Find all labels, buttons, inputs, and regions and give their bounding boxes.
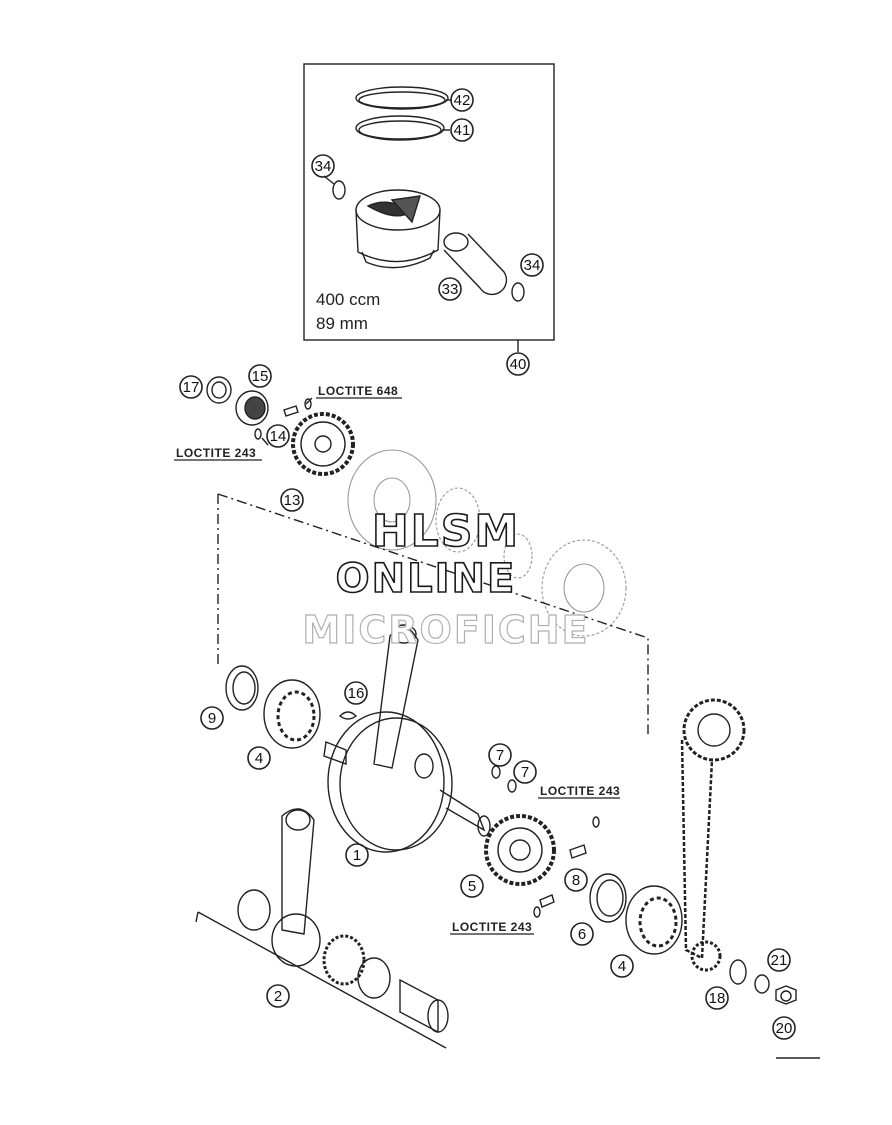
callout-13: 13 — [284, 492, 301, 509]
loctite-243-label-right: LOCTITE 243 — [540, 784, 621, 798]
callout-34b: 34 — [524, 257, 541, 274]
piston — [355, 189, 441, 269]
callout-8: 8 — [572, 872, 580, 889]
circlip-34-right — [511, 282, 525, 302]
callout-14: 14 — [270, 428, 287, 445]
piston-ring-41 — [355, 115, 445, 141]
callout-16: 16 — [348, 685, 365, 702]
callout-40: 40 — [510, 356, 527, 373]
piston-kit-frame — [303, 63, 555, 341]
watermark-line-2: ONLINE — [335, 555, 517, 603]
callout-1: 1 — [353, 847, 361, 864]
callout-5: 5 — [468, 878, 476, 895]
shim-6 — [589, 873, 627, 923]
bearing-17 — [206, 376, 232, 404]
bore-label: 89 mm — [316, 314, 368, 333]
watermark-line-3: MICROFICHE — [302, 607, 590, 652]
seal-15 — [235, 390, 269, 426]
loctite-648-label: LOCTITE 648 — [318, 384, 399, 398]
callout-21: 21 — [771, 952, 788, 969]
nut-20 — [775, 985, 797, 1005]
callout-circles — [179, 88, 796, 1040]
loctite-243-label-bottom: LOCTITE 243 — [452, 920, 533, 934]
washer-21 — [754, 974, 770, 994]
key-16 — [338, 711, 358, 720]
timing-chain — [680, 698, 746, 972]
callout-42: 42 — [454, 92, 471, 109]
circlip-18 — [729, 959, 747, 985]
displacement-label: 400 ccm — [316, 290, 381, 309]
gear-5 — [484, 814, 556, 886]
callout-7b: 7 — [521, 764, 529, 781]
callout-4b: 4 — [618, 958, 626, 975]
callout-20: 20 — [776, 1020, 793, 1037]
assembly-dashline — [217, 493, 649, 734]
seal-9 — [225, 665, 259, 711]
callout-6: 6 — [578, 926, 586, 943]
watermark-line-1: HLSM — [371, 505, 521, 558]
bearing-4-left — [263, 679, 321, 749]
callout-41: 41 — [454, 122, 471, 139]
connecting-rod-kit-2 — [195, 808, 449, 1049]
piston-ring-42 — [355, 86, 449, 110]
callout-4a: 4 — [255, 750, 263, 767]
callout-17: 17 — [183, 379, 200, 396]
screw-14 — [254, 398, 312, 440]
bearing-4-right — [625, 885, 683, 955]
callout-34a: 34 — [315, 158, 332, 175]
piston-pin-33 — [443, 232, 508, 296]
loctite-243-label-top: LOCTITE 243 — [176, 446, 257, 460]
callout-33: 33 — [442, 281, 459, 298]
callout-9: 9 — [208, 710, 216, 727]
callout-2: 2 — [274, 988, 282, 1005]
callout-18: 18 — [709, 990, 726, 1007]
circlip-34-left — [332, 180, 346, 200]
callout-15: 15 — [252, 368, 269, 385]
background-gears — [347, 449, 627, 637]
crankshaft-1 — [323, 624, 491, 853]
screw-8-lower — [533, 894, 555, 918]
gear-13 — [291, 412, 355, 476]
callout-7a: 7 — [496, 747, 504, 764]
dowels-7 — [491, 765, 517, 793]
screw-8 — [569, 816, 600, 859]
